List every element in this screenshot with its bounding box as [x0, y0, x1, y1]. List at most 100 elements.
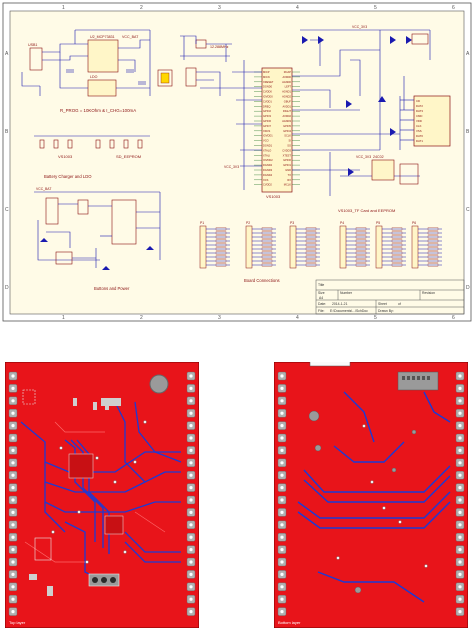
pad-hole — [280, 523, 284, 527]
pad-hole — [280, 486, 284, 490]
pad-hole — [458, 399, 462, 403]
pad-hole — [189, 473, 193, 477]
pcb-top-label: Top layer — [9, 620, 26, 625]
vs-tf-section-label: VS1003_TF Card and EEPROM — [338, 208, 395, 213]
net-tag — [355, 243, 367, 247]
header-body — [411, 225, 419, 269]
grid-number: 6 — [452, 5, 455, 11]
net-tag — [427, 247, 439, 251]
sheet-label: Sheet — [378, 302, 387, 306]
pad-hole — [189, 448, 193, 452]
grid-number: 5 — [374, 315, 377, 321]
net-tag — [261, 231, 273, 235]
pad-hole — [11, 424, 15, 428]
pad-hole — [189, 498, 193, 502]
date-label: Date: — [318, 302, 326, 306]
net-label: VCC_BAT — [36, 187, 51, 191]
pad-hole — [11, 535, 15, 539]
pad-hole — [11, 585, 15, 589]
buttons-block — [34, 191, 161, 268]
net-tag — [305, 235, 317, 239]
number-label: Number — [340, 291, 353, 295]
net-tag — [215, 247, 227, 251]
net-tag — [215, 263, 227, 267]
net-tag — [305, 227, 317, 231]
chip-pin-label: GPIO3 — [263, 114, 271, 118]
pad-hole — [458, 597, 462, 601]
pad-hole — [280, 374, 284, 378]
back-traces — [297, 391, 451, 603]
net-label: VCC_3V3 — [224, 165, 239, 169]
pad-hole — [458, 461, 462, 465]
chip-pin-label: RIGHT — [283, 109, 291, 113]
chip-pin-label: GPIO5 — [283, 124, 291, 128]
chip-pin-label: CVDD2 — [263, 183, 272, 187]
chip-pin-label: RX — [287, 178, 291, 182]
pad-hole — [189, 510, 193, 514]
grid-letters-right: A B C D — [466, 51, 470, 291]
pad-hole — [189, 610, 193, 614]
pad-hole — [458, 560, 462, 564]
pad-hole — [11, 560, 15, 564]
pad-hole — [11, 473, 15, 477]
net-tag — [355, 263, 367, 267]
pad-hole — [189, 399, 193, 403]
chip-pin-label: AGND0 — [282, 80, 291, 84]
pad-hole — [189, 597, 193, 601]
chip-pin-label: GPIO7 — [263, 124, 271, 128]
pad-hole — [458, 572, 462, 576]
back-vias — [336, 424, 428, 568]
net-tag — [427, 263, 439, 267]
header-label: P4 — [340, 221, 344, 225]
pad-hole — [280, 572, 284, 576]
net-tag — [261, 263, 273, 267]
grid-number: 1 — [62, 5, 65, 11]
pad-hole — [280, 585, 284, 589]
pad-hole — [458, 610, 462, 614]
chip-pin-label: GBUF — [284, 99, 292, 103]
pcb-bottom-layer: Bottom layer — [274, 362, 468, 628]
net-tag — [427, 231, 439, 235]
grid-letter: D — [5, 285, 9, 291]
pad-hole — [280, 597, 284, 601]
pcb-top-layer: Top layer — [5, 362, 199, 628]
net-tag — [305, 255, 317, 259]
title-label: Title — [318, 283, 324, 287]
part-label: U2_MCP73831 — [90, 35, 115, 39]
chip-pin-label: GPIO6 — [263, 119, 271, 123]
file-value: E:\Documents\...\SchDoc — [330, 309, 368, 313]
pad-hole — [189, 424, 193, 428]
pad-hole — [458, 486, 462, 490]
net-tag — [391, 235, 403, 239]
grid-letter: D — [466, 285, 470, 291]
header-label: P1 — [200, 221, 204, 225]
net-tag — [215, 239, 227, 243]
net-tag — [305, 259, 317, 263]
pad-hole — [11, 386, 15, 390]
pad-hole — [280, 473, 284, 477]
chip-pin-label: TX — [288, 173, 292, 177]
sd-pin-label: VSS — [416, 129, 422, 133]
chip-pin-label: AGND1 — [282, 90, 291, 94]
pad-hole — [11, 523, 15, 527]
eeprom-part: 24C02 — [373, 155, 384, 159]
net-tag — [391, 227, 403, 231]
chip-pin-label: DREQ — [263, 104, 271, 108]
rprog-note: R_PROG = 10KOhm & I_CHG=100mA — [60, 108, 136, 113]
chip-pin-label: SO — [287, 144, 291, 148]
pad-hole — [280, 461, 284, 465]
pad-hole — [189, 585, 193, 589]
net-tag — [391, 263, 403, 267]
header-label: P5 — [376, 221, 380, 225]
part-label: LDO — [90, 75, 98, 79]
chip-pin-label: AVDD0 — [283, 75, 292, 79]
pad-hole — [280, 424, 284, 428]
sd-pin-label: DAT1 — [416, 139, 423, 143]
smd-components — [22, 389, 124, 596]
chip-pin-label: MCLK — [284, 183, 291, 187]
pad-hole — [11, 548, 15, 552]
pad-hole — [11, 572, 15, 576]
pad-hole — [189, 461, 193, 465]
grid-letter: C — [5, 207, 9, 213]
